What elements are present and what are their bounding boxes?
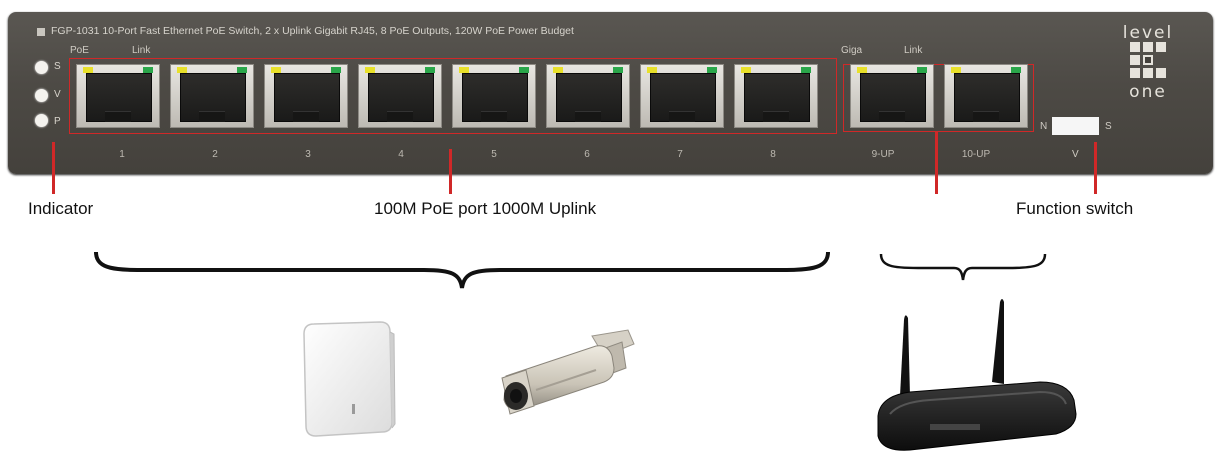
indicator-callout: Indicator xyxy=(28,199,94,218)
link-led xyxy=(707,67,717,73)
link-led xyxy=(1011,67,1021,73)
link-led xyxy=(613,67,623,73)
rj45-port[interactable] xyxy=(546,64,630,128)
port-number-label: 1 xyxy=(119,149,125,160)
port-latch xyxy=(387,111,413,122)
switch-callout-line xyxy=(1094,142,1097,194)
rj45-port[interactable] xyxy=(76,64,160,128)
link-header-label-uplink: Link xyxy=(904,45,923,56)
port-number-label: 2 xyxy=(212,149,218,160)
port-number-label: 4 xyxy=(398,149,404,160)
poe-led xyxy=(83,67,93,73)
led-v-label: V xyxy=(54,89,61,100)
led-p xyxy=(35,114,48,127)
product-title: FGP-1031 10-Port Fast Ethernet PoE Switc… xyxy=(51,25,574,37)
port-number-label: 10-UP xyxy=(961,149,991,160)
indicator-callout-line xyxy=(52,142,55,194)
poe-devices-brace xyxy=(94,251,830,289)
port-latch xyxy=(879,111,905,122)
poe-led xyxy=(741,67,751,73)
uplink-callout-line xyxy=(935,132,938,194)
poe-led xyxy=(553,67,563,73)
logo-text-one: one xyxy=(1129,82,1167,102)
port-number-label: 5 xyxy=(491,149,497,160)
link-led xyxy=(331,67,341,73)
function-switch-callout: Function switch xyxy=(1016,199,1134,218)
port-latch xyxy=(669,111,695,122)
rj45-port[interactable] xyxy=(944,64,1028,128)
link-led xyxy=(519,67,529,73)
uplink-devices-brace xyxy=(879,253,1047,281)
link-header-label: Link xyxy=(132,45,151,56)
rj45-port[interactable] xyxy=(640,64,724,128)
link-led xyxy=(143,67,153,73)
access-point-image xyxy=(303,321,396,437)
port-latch xyxy=(973,111,999,122)
poe-callout-line xyxy=(449,149,452,194)
uplink-port-group-outline xyxy=(843,64,1034,132)
led-v xyxy=(35,89,48,102)
rj45-port[interactable] xyxy=(850,64,934,128)
link-led xyxy=(801,67,811,73)
led-s-label: S xyxy=(54,61,61,72)
levelone-logo: level one xyxy=(1119,24,1177,101)
poe-uplink-callout: 100M PoE port 1000M Uplink xyxy=(374,199,597,218)
giga-header-label: Giga xyxy=(841,45,863,56)
rj45-port[interactable] xyxy=(358,64,442,128)
port-number-label: 6 xyxy=(584,149,590,160)
poe-led xyxy=(271,67,281,73)
poe-led xyxy=(177,67,187,73)
switch-label-s: S xyxy=(1105,121,1112,132)
port-latch xyxy=(481,111,507,122)
port-number-label: 3 xyxy=(305,149,311,160)
led-p-label: P xyxy=(54,116,61,127)
rj45-port[interactable] xyxy=(170,64,254,128)
port-latch xyxy=(199,111,225,122)
rj45-port[interactable] xyxy=(452,64,536,128)
poe-led xyxy=(459,67,469,73)
link-led xyxy=(425,67,435,73)
poe-led xyxy=(857,67,867,73)
port-latch xyxy=(763,111,789,122)
poe-led xyxy=(365,67,375,73)
led-s xyxy=(35,61,48,74)
port-number-label: 9-UP xyxy=(871,149,895,160)
poe-port-group-outline xyxy=(69,58,837,134)
port-number-label: 7 xyxy=(677,149,683,160)
port-number-label: 8 xyxy=(770,149,776,160)
poe-led xyxy=(647,67,657,73)
switch-label-v: V xyxy=(1072,149,1079,160)
rj45-port[interactable] xyxy=(264,64,348,128)
poe-header-label: PoE xyxy=(70,45,89,56)
logo-text-level: level xyxy=(1122,23,1174,43)
link-led xyxy=(917,67,927,73)
poe-led xyxy=(951,67,961,73)
wireless-router-image xyxy=(877,299,1077,451)
link-led xyxy=(237,67,247,73)
title-marker xyxy=(37,28,45,36)
logo-grid-icon xyxy=(1130,42,1166,78)
port-latch xyxy=(105,111,131,122)
switch-label-n: N xyxy=(1040,121,1048,132)
port-latch xyxy=(293,111,319,122)
bullet-camera-image xyxy=(501,329,635,415)
rj45-port[interactable] xyxy=(734,64,818,128)
port-latch xyxy=(575,111,601,122)
function-dip-switch[interactable] xyxy=(1052,117,1099,135)
